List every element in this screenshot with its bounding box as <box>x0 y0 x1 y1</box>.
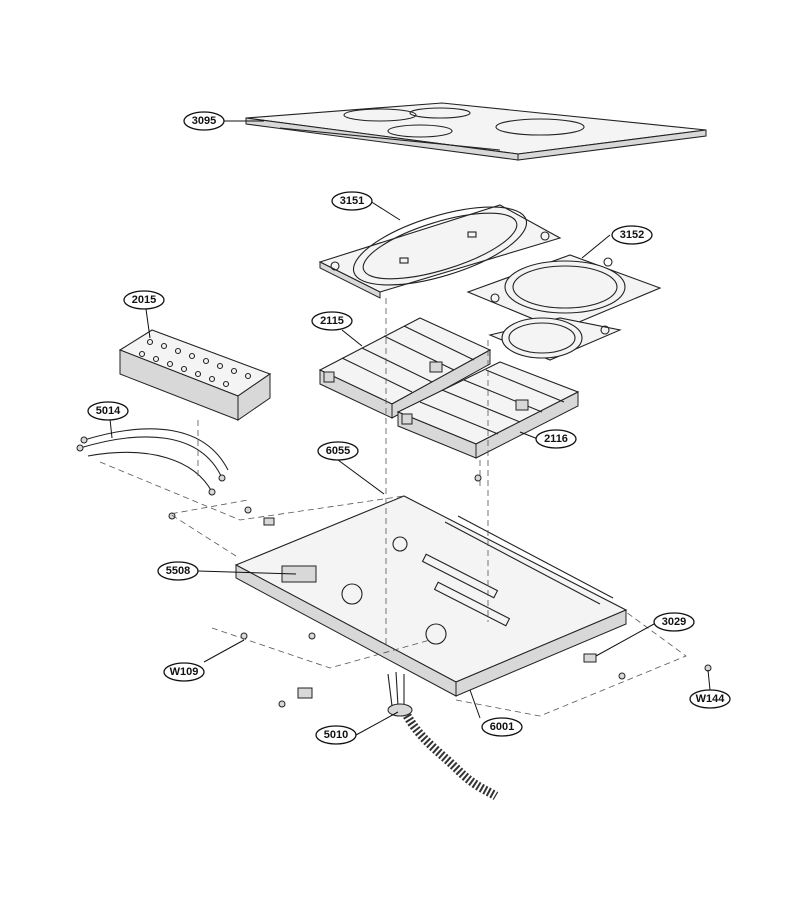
callout-label: 3095 <box>192 115 216 127</box>
callout-W144: W144 <box>689 689 731 709</box>
glass-cooktop <box>245 102 707 161</box>
screws <box>168 474 712 708</box>
callout-label: 3151 <box>340 195 364 207</box>
wire-harness <box>76 428 229 496</box>
callout-label: 6055 <box>326 445 350 457</box>
base-pan <box>234 495 628 697</box>
callout-label: 5010 <box>324 729 348 741</box>
callout-label: 2015 <box>132 294 156 306</box>
leader-lines <box>109 120 711 736</box>
power-cord <box>387 671 499 800</box>
callout-3029: 3029 <box>653 612 695 632</box>
callout-label: 6001 <box>490 721 514 733</box>
callout-5010: 5010 <box>315 725 357 745</box>
callout-3152: 3152 <box>611 225 653 245</box>
explode-lines <box>99 298 687 717</box>
control-board <box>118 329 272 421</box>
callout-label: 5014 <box>96 405 121 417</box>
left-coil-plate <box>318 204 562 299</box>
left-inverter-board <box>318 317 492 419</box>
callout-W109: W109 <box>163 662 205 682</box>
callout-label: 5508 <box>166 565 190 577</box>
callout-3151: 3151 <box>331 191 373 211</box>
callout-6055: 6055 <box>317 441 359 461</box>
callout-5014: 5014 <box>87 401 129 421</box>
callout-2015: 2015 <box>123 290 165 310</box>
callout-label: W144 <box>696 693 726 705</box>
callout-3095: 3095 <box>183 111 225 131</box>
callout-6001: 6001 <box>481 717 523 737</box>
callout-2115: 2115 <box>311 311 353 331</box>
callout-label: 2115 <box>320 315 344 327</box>
right-coil-plate <box>466 254 662 361</box>
callout-5508: 5508 <box>157 561 199 581</box>
callout-label: 2116 <box>544 433 568 445</box>
callout-label: 3029 <box>662 616 686 628</box>
callout-label: W109 <box>170 666 199 678</box>
callout-label: 3152 <box>620 229 644 241</box>
callout-2116: 2116 <box>535 429 577 449</box>
